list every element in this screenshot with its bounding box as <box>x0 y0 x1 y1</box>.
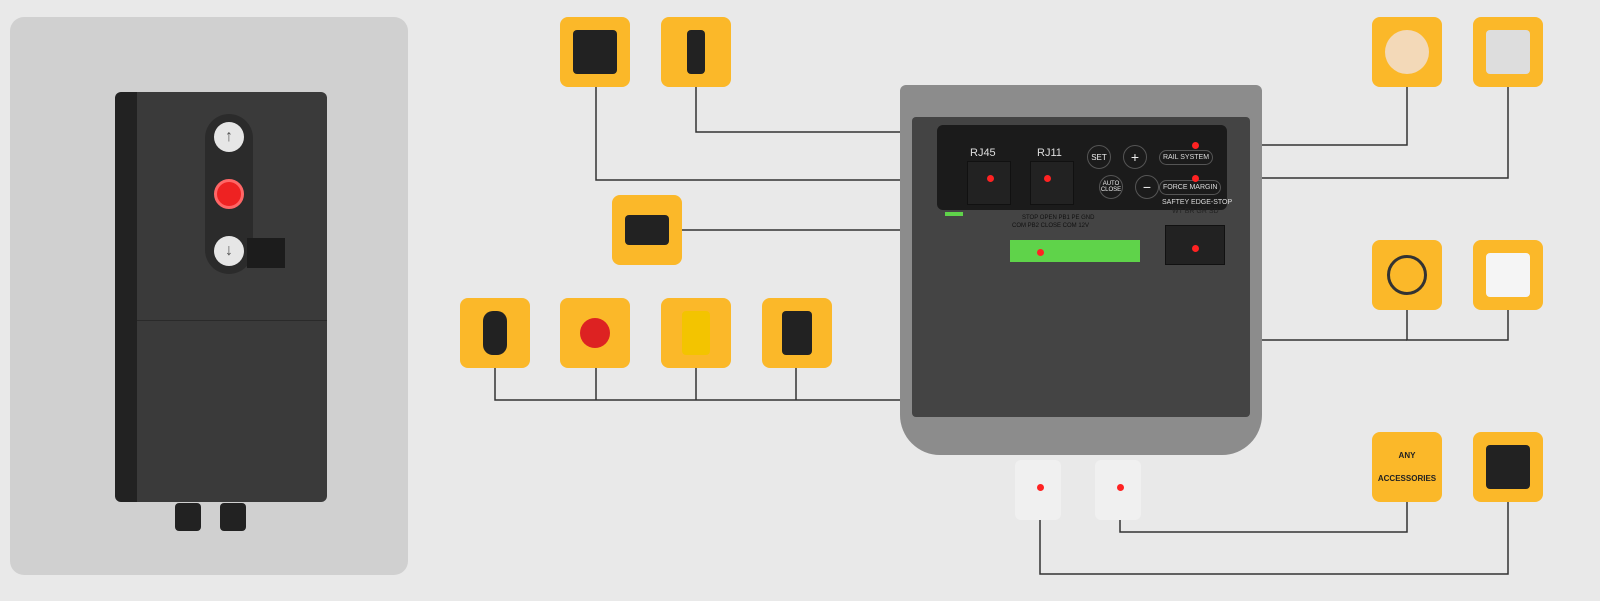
any-accessories-tile[interactable]: ANY ACCESSORIES <box>1372 432 1442 502</box>
smart-brain-tile[interactable] <box>1372 17 1442 87</box>
control-board-face: RJ45 RJ11 SET + AUTO CLOSE − RAIL SYSTEM… <box>937 125 1232 210</box>
tile-label: ACCESSORIES <box>1377 474 1437 483</box>
motor-icon <box>1486 445 1530 489</box>
wall-station-tile[interactable] <box>661 17 731 87</box>
wall-station-icon <box>687 30 705 74</box>
rj11-port[interactable] <box>1030 161 1074 205</box>
system-label: SYSTEM <box>1180 154 1210 161</box>
divider <box>137 320 327 321</box>
cable-gland <box>220 503 246 531</box>
wire <box>1406 310 1509 341</box>
terminal-labels-bottom: COM PB2 CLOSE COM 12V <box>1012 223 1090 229</box>
wire <box>1039 487 1509 575</box>
emergency-stop-tile[interactable] <box>560 298 630 368</box>
plus-button[interactable]: + <box>1123 145 1147 169</box>
terminal-labels-top: STOP OPEN PB1 PE GND <box>1022 215 1095 221</box>
up-arrow-icon: ↑ <box>214 122 244 152</box>
display-window <box>247 238 285 268</box>
auto-close-button[interactable]: AUTO CLOSE <box>1099 175 1123 199</box>
connection-dot <box>1192 175 1199 182</box>
wire <box>1195 87 1408 146</box>
wiring-kit-icon <box>1387 255 1427 295</box>
warning-lamp-tile[interactable] <box>661 298 731 368</box>
motor-icon <box>573 30 617 74</box>
controller-unit: ↑ ↓ <box>115 92 327 502</box>
garage-door-tile[interactable] <box>1473 17 1543 87</box>
key-fob-remotes-icon <box>625 215 669 245</box>
rj11-label: RJ11 <box>1037 147 1062 159</box>
button-strip: ↑ ↓ <box>205 114 253 274</box>
tile-label: ANY <box>1398 451 1416 460</box>
cable-gland <box>175 503 201 531</box>
connection-dot <box>1044 175 1051 182</box>
connection-dot <box>1117 484 1124 491</box>
warning-lamp-icon <box>682 311 710 355</box>
safety-beam-tile[interactable] <box>762 298 832 368</box>
rj45-label: RJ45 <box>970 147 996 159</box>
down-arrow-icon: ↓ <box>214 236 244 266</box>
connection-dot <box>987 175 994 182</box>
stop-button-icon <box>214 179 244 209</box>
set-button[interactable]: SET <box>1087 145 1111 169</box>
minus-button[interactable]: − <box>1135 175 1159 199</box>
wiring-kit-tile[interactable] <box>1372 240 1442 310</box>
safety-beam-icon <box>782 311 812 355</box>
rail-label: RAIL <box>1163 154 1179 161</box>
wire <box>1195 87 1509 179</box>
key-fob-tile[interactable] <box>612 195 682 265</box>
connection-dot <box>1192 245 1199 252</box>
force-margin-button[interactable]: FORCE MARGIN <box>1159 180 1222 195</box>
edge-wire-label: WT BR GR SD <box>1172 208 1219 215</box>
connection-dot <box>1192 142 1199 149</box>
receiver-led <box>945 212 963 216</box>
rail-system-button[interactable]: RAIL SYSTEM <box>1159 150 1214 165</box>
garage-door-icon <box>1486 30 1530 74</box>
emergency-stop-icon <box>580 318 610 348</box>
motor-tile[interactable] <box>560 17 630 87</box>
wire <box>1119 487 1408 533</box>
safety-edge-label: SAFTEY EDGE-STOP <box>1162 199 1233 206</box>
rj45-port[interactable] <box>967 161 1011 205</box>
wall-panel-tile[interactable] <box>1473 240 1543 310</box>
wire <box>595 87 990 181</box>
connection-dot <box>1037 249 1044 256</box>
photocell-icon <box>483 311 507 355</box>
wall-panel-icon <box>1486 253 1530 297</box>
smart-brain-icon <box>1385 30 1429 74</box>
photocell-tile[interactable] <box>460 298 530 368</box>
motor-tile[interactable] <box>1473 432 1543 502</box>
connection-dot <box>1037 484 1044 491</box>
terminal-block[interactable] <box>1010 240 1140 262</box>
